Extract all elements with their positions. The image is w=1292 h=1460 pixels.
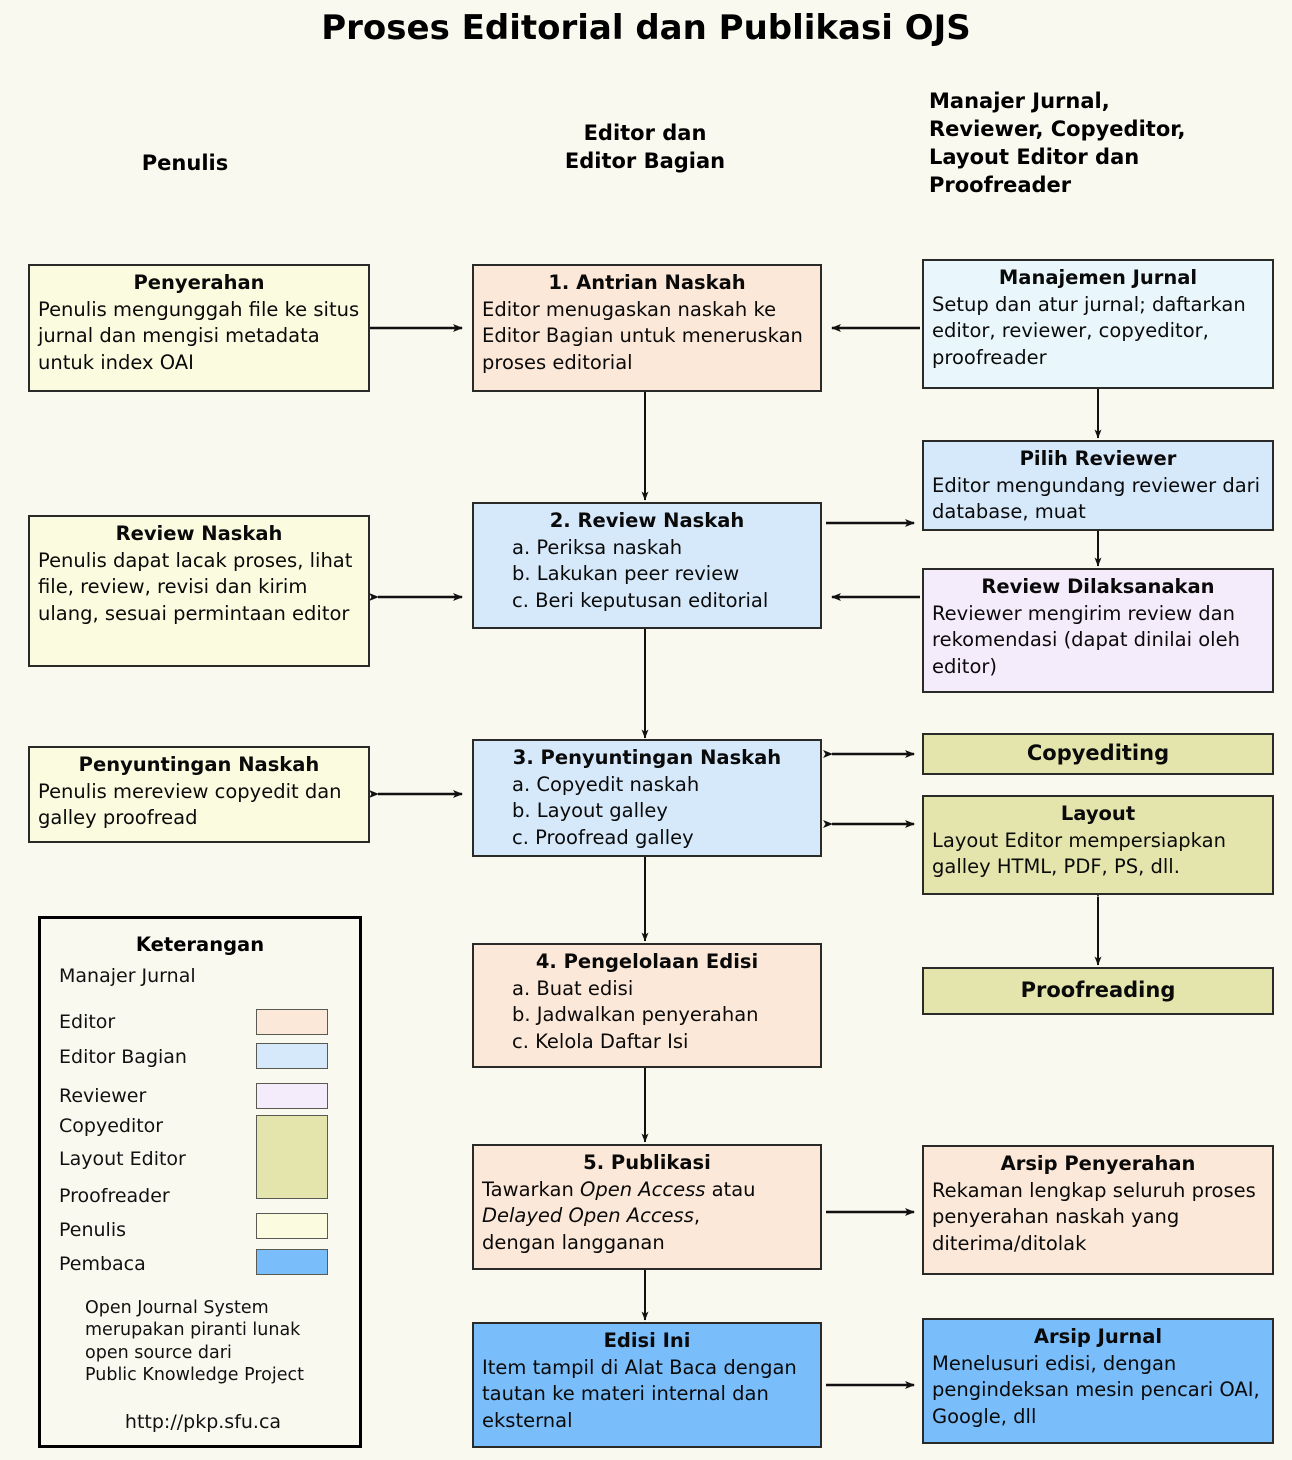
legend-swatch-copy-group <box>256 1115 328 1199</box>
legend-swatch-editor <box>256 1009 328 1035</box>
legend-row-pembaca: Pembaca <box>59 1253 146 1275</box>
column-header-author: Penulis <box>141 151 229 175</box>
legend-swatch-editor-bagian <box>256 1043 328 1069</box>
legend-label: Penulis <box>59 1219 127 1241</box>
legend-row-copyeditor: Copyeditor <box>59 1115 163 1137</box>
box-penyerahan-title: Penyerahan <box>133 271 265 294</box>
box-penyerahan-body: Penulis mengunggah file ke situs jurnal … <box>38 297 360 374</box>
box-manajemen-jurnal-body: Setup dan atur jurnal; daftarkan editor,… <box>932 292 1246 369</box>
box-review-naskah-author-title: Review Naskah <box>115 522 283 545</box>
legend-note: Open Journal System merupakan piranti lu… <box>85 1298 304 1386</box>
box-arsip-jurnal[interactable]: Arsip Jurnal Menelusuri edisi, dengan pe… <box>922 1318 1274 1444</box>
box-penyuntingan-naskah[interactable]: 3. Penyuntingan Naskah a. Copyedit naska… <box>472 739 822 857</box>
box-antrian-naskah-body: Editor menugaskan naskah ke Editor Bagia… <box>482 297 803 374</box>
column-header-editor: Editor dan Editor Bagian <box>564 121 726 173</box>
box-review-naskah-author-body: Penulis dapat lacak proses, lihat file, … <box>38 548 353 625</box>
box-edisi-ini-body: Item tampil di Alat Baca dengan tautan k… <box>482 1355 797 1432</box>
box-review-dilaksanakan[interactable]: Review Dilaksanakan Reviewer mengirim re… <box>922 568 1274 693</box>
plain-text: , dengan langganan <box>482 1204 701 1254</box>
box-proofreading[interactable]: Proofreading <box>922 967 1274 1015</box>
box-arsip-penyerahan-body: Rekaman lengkap seluruh proses penyeraha… <box>932 1178 1256 1255</box>
legend-row-editor: Editor <box>59 1011 115 1033</box>
box-arsip-penyerahan-title: Arsip Penyerahan <box>1000 1152 1196 1175</box>
legend-row-manajer-jurnal: Manajer Jurnal <box>59 965 196 987</box>
box-copyediting-title: Copyediting <box>1026 741 1170 766</box>
box-review-naskah[interactable]: 2. Review Naskah a. Periksa naskah b. La… <box>472 502 822 629</box>
box-proofreading-title: Proofreading <box>1020 978 1176 1003</box>
legend-swatch-penulis <box>256 1213 328 1239</box>
box-penyuntingan-author[interactable]: Penyuntingan Naskah Penulis mereview cop… <box>28 746 370 843</box>
box-layout-title: Layout <box>1060 802 1136 825</box>
box-antrian-naskah-title: 1. Antrian Naskah <box>548 271 746 294</box>
plain-text: Tawarkan <box>482 1177 581 1201</box>
box-copyediting[interactable]: Copyediting <box>922 733 1274 775</box>
legend-label: Layout Editor <box>59 1148 186 1170</box>
legend-url[interactable]: http://pkp.sfu.ca <box>124 1411 282 1433</box>
legend-label: Reviewer <box>59 1085 147 1107</box>
legend-row-penulis: Penulis <box>59 1219 126 1241</box>
box-publikasi-body: Tawarkan Open Access atau Delayed Open A… <box>482 1177 812 1257</box>
box-review-naskah-author[interactable]: Review Naskah Penulis dapat lacak proses… <box>28 515 370 667</box>
box-penyuntingan-naskah-title: 3. Penyuntingan Naskah <box>512 746 782 769</box>
box-layout-body: Layout Editor mempersiapkan galley HTML,… <box>932 828 1226 879</box>
legend-label: Proofreader <box>59 1185 170 1207</box>
legend-row-reviewer: Reviewer <box>59 1085 146 1107</box>
box-pengelolaan-edisi[interactable]: 4. Pengelolaan Edisi a. Buat edisi b. Ja… <box>472 943 822 1068</box>
box-pilih-reviewer-title: Pilih Reviewer <box>1019 447 1177 470</box>
box-pengelolaan-edisi-title: 4. Pengelolaan Edisi <box>535 950 759 973</box>
box-penyuntingan-author-body: Penulis mereview copyedit dan galley pro… <box>38 779 342 830</box>
legend-label: Manajer Jurnal <box>59 965 196 987</box>
box-pengelolaan-edisi-items: a. Buat edisi b. Jadwalkan penyerahan c.… <box>512 976 759 1053</box>
box-penyuntingan-author-title: Penyuntingan Naskah <box>78 753 320 776</box>
legend-label: Editor Bagian <box>59 1046 187 1068</box>
box-pilih-reviewer[interactable]: Pilih Reviewer Editor mengundang reviewe… <box>922 440 1274 531</box>
legend-swatch-reviewer <box>256 1083 328 1109</box>
box-arsip-jurnal-title: Arsip Jurnal <box>1033 1325 1163 1348</box>
legend-label: Pembaca <box>59 1253 146 1275</box>
box-manajemen-jurnal-title: Manajemen Jurnal <box>998 266 1198 289</box>
box-layout[interactable]: Layout Layout Editor mempersiapkan galle… <box>922 795 1274 895</box>
box-manajemen-jurnal[interactable]: Manajemen Jurnal Setup dan atur jurnal; … <box>922 259 1274 389</box>
legend-row-editor-bagian: Editor Bagian <box>59 1046 187 1068</box>
plain-text: atau <box>711 1177 756 1201</box>
box-publikasi[interactable]: 5. Publikasi Tawarkan Open Access atau D… <box>472 1144 822 1270</box>
box-arsip-penyerahan[interactable]: Arsip Penyerahan Rekaman lengkap seluruh… <box>922 1145 1274 1275</box>
legend-row-layout-editor: Layout Editor <box>59 1148 186 1170</box>
box-pilih-reviewer-body: Editor mengundang reviewer dari database… <box>932 473 1261 524</box>
box-review-dilaksanakan-title: Review Dilaksanakan <box>981 575 1215 598</box>
legend-label: Editor <box>59 1011 116 1033</box>
emphasis-text: Open Access <box>580 1177 706 1201</box>
box-arsip-jurnal-body: Menelusuri edisi, dengan pengindeksan me… <box>932 1351 1260 1428</box>
box-antrian-naskah[interactable]: 1. Antrian Naskah Editor menugaskan nask… <box>472 264 822 392</box>
box-edisi-ini-title: Edisi Ini <box>603 1329 691 1352</box>
legend-title: Keterangan <box>135 933 265 956</box>
box-edisi-ini[interactable]: Edisi Ini Item tampil di Alat Baca denga… <box>472 1322 822 1448</box>
box-review-naskah-title: 2. Review Naskah <box>549 509 745 532</box>
legend-row-proofreader: Proofreader <box>59 1185 170 1207</box>
column-header-manager: Manajer Jurnal, Reviewer, Copyeditor, La… <box>929 89 1186 197</box>
box-review-naskah-items: a. Periksa naskah b. Lakukan peer review… <box>512 535 769 612</box>
box-publikasi-title: 5. Publikasi <box>583 1151 711 1174</box>
box-review-dilaksanakan-body: Reviewer mengirim review dan rekomendasi… <box>932 601 1240 678</box>
page-title: Proses Editorial dan Publikasi OJS <box>321 8 971 48</box>
box-penyerahan[interactable]: Penyerahan Penulis mengunggah file ke si… <box>28 264 370 392</box>
legend-label: Copyeditor <box>59 1115 164 1137</box>
legend-swatch-pembaca <box>256 1249 328 1275</box>
emphasis-text: Delayed Open Access <box>482 1204 694 1228</box>
box-penyuntingan-naskah-items: a. Copyedit naskah b. Layout galley c. P… <box>512 772 700 849</box>
